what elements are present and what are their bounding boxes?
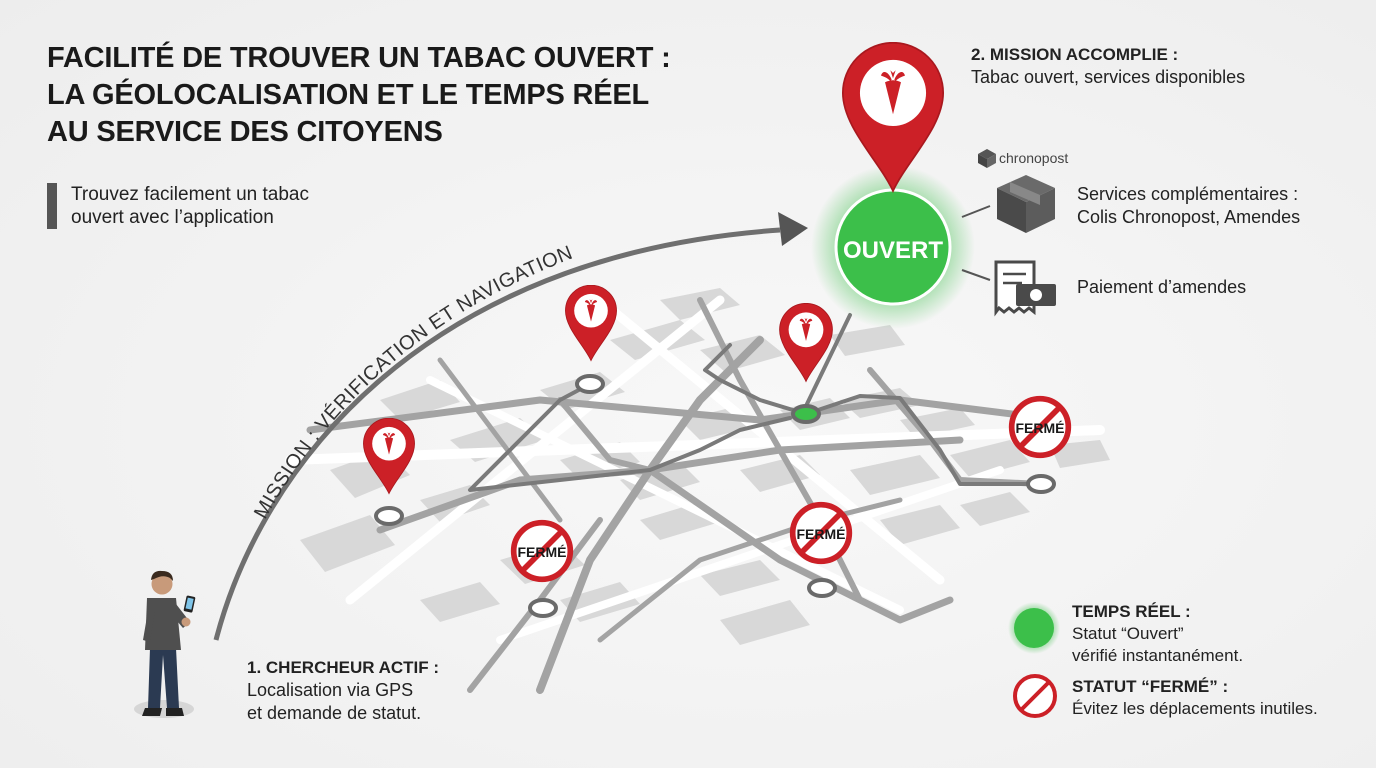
location-markers (374, 374, 1056, 618)
closed-label: FERMÉ (1016, 420, 1065, 436)
page-title: FACILITÉ DE TROUVER UN TABAC OUVERT : LA… (47, 40, 671, 151)
tabac-pin[interactable] (565, 285, 616, 360)
parcel-line-2: Colis Chronopost, Amendes (1077, 207, 1301, 227)
intro-text: Trouvez facilement un tabac ouvert avec … (47, 183, 309, 229)
searcher-title: 1. CHERCHEUR ACTIF : (247, 658, 440, 677)
legend-realtime-line-1: Statut “Ouvert” (1072, 624, 1184, 643)
chronopost-logo-icon (978, 149, 996, 168)
closed-sign[interactable]: FERMÉ (793, 505, 850, 562)
city-map (285, 288, 1110, 694)
closed-label: FERMÉ (518, 544, 567, 560)
parcel-line-1: Services complémentaires : (1077, 184, 1299, 204)
closed-sign[interactable]: FERMÉ (1012, 399, 1069, 456)
closed-sign[interactable]: FERMÉ (514, 523, 571, 580)
legend-realtime-title: TEMPS RÉEL : (1072, 602, 1191, 621)
mission-line-1: Tabac ouvert, services disponibles (971, 67, 1246, 87)
prohibited-icon (1013, 674, 1057, 718)
legend-closed-title: STATUT “FERMÉ” : (1072, 677, 1229, 696)
parcel-service-caption: Services complémentaires : Colis Chronop… (1077, 183, 1300, 229)
parcel-box-icon (997, 175, 1055, 233)
marker-ring-open (791, 404, 821, 424)
mission-title: 2. MISSION ACCOMPLIE : (971, 45, 1179, 64)
marker-ring (528, 598, 558, 618)
marker-ring (575, 374, 605, 394)
open-label: OUVERT (843, 237, 943, 264)
connector-line (961, 205, 991, 218)
intro-line-1: Trouvez facilement un tabac (71, 184, 309, 205)
open-tabac[interactable]: OUVERT (811, 43, 975, 329)
closed-label: FERMÉ (797, 526, 846, 542)
legend-closed: STATUT “FERMÉ” : Évitez les déplacements… (1072, 676, 1318, 720)
brand-name: chronopost (999, 150, 1068, 166)
fines-label: Paiement d’amendes (1077, 277, 1247, 297)
smartphone-icon (183, 595, 196, 613)
main-tabac-pin (843, 43, 943, 191)
legend-open-dot (1008, 602, 1060, 654)
roads-light (285, 295, 1105, 644)
intro-line-2: ouvert avec l’application (71, 207, 274, 228)
mission-caption: 2. MISSION ACCOMPLIE : Tabac ouvert, ser… (971, 43, 1245, 89)
legend-closed-line-1: Évitez les déplacements inutiles. (1072, 699, 1318, 718)
person-searcher (134, 570, 196, 718)
title-line-2: LA GÉOLOCALISATION ET LE TEMPS RÉEL (47, 79, 650, 111)
legend-realtime: TEMPS RÉEL : Statut “Ouvert” vérifié ins… (1072, 601, 1243, 667)
chronopost-brand: chronopost (978, 149, 1068, 168)
receipt-payment-icon (994, 260, 1056, 317)
marker-ring (374, 506, 404, 526)
marker-ring (1026, 474, 1056, 494)
fines-service-caption: Paiement d’amendes (1077, 276, 1246, 299)
searcher-caption: 1. CHERCHEUR ACTIF : Localisation via GP… (247, 656, 439, 725)
roads (306, 297, 1064, 694)
connector-line (961, 269, 991, 281)
marker-ring (807, 578, 837, 598)
route-paths (468, 313, 1042, 492)
searcher-line-2: et demande de statut. (247, 703, 422, 723)
searcher-line-1: Localisation via GPS (247, 680, 414, 700)
legend-realtime-line-2: vérifié instantanément. (1072, 646, 1244, 665)
title-line-3: AU SERVICE DES CITOYENS (47, 116, 443, 148)
title-line-1: FACILITÉ DE TROUVER UN TABAC OUVERT : (47, 42, 671, 74)
